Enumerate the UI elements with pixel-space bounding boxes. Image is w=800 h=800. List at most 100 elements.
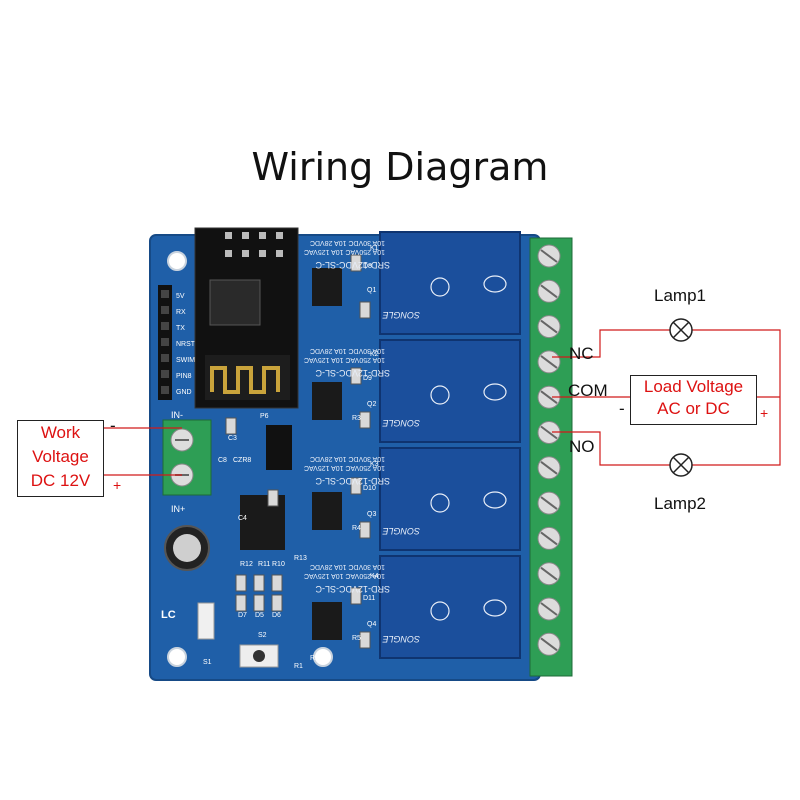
silkscreen-label: Q1 (367, 287, 376, 294)
wire-no-lamp2 (552, 431, 670, 466)
esp-pin (225, 250, 232, 257)
lamp2-symbol (669, 453, 693, 477)
silkscreen-label: Q3 (367, 511, 376, 518)
silkscreen-label: R12 (240, 561, 253, 568)
silkscreen-label: Q4 (367, 621, 376, 628)
silkscreen-label: R4 (352, 525, 361, 532)
smd-component (359, 301, 371, 319)
header-pin (161, 386, 169, 394)
smd-component (267, 489, 279, 507)
optocoupler (312, 492, 342, 530)
relay-model: SRD-12VDC-SL-C (315, 584, 390, 594)
smd-component (350, 477, 362, 495)
silkscreen-label: D7 (238, 612, 247, 619)
silkscreen-label: K2 (370, 351, 379, 358)
silkscreen-label: C4 (238, 515, 247, 522)
relay-brand: SONGLE (381, 526, 420, 536)
load-plus-sign: + (760, 405, 769, 421)
silkscreen-label: CZR8 (233, 457, 251, 464)
jumper-header (266, 425, 292, 470)
relay-rating: 10A 250VAC 10A 125VAC (304, 464, 385, 471)
smd-component (350, 367, 362, 385)
relay-rating: 10A 30VDC 10A 28VDC (310, 455, 385, 462)
header-pin-label: SWIM (176, 357, 195, 364)
esp-pin (276, 232, 283, 239)
smd-component (350, 587, 362, 605)
relay-brand: SONGLE (381, 634, 420, 644)
esp-pin (259, 232, 266, 239)
mount-hole (167, 647, 187, 667)
lamp1-label: Lamp1 (654, 286, 706, 305)
silkscreen-label: S1 (203, 659, 212, 666)
relay-model: SRD-12VDC-SL-C (315, 368, 390, 378)
load-voltage-box: Load Voltage AC or DC (630, 375, 757, 425)
silkscreen-label: S2 (258, 632, 267, 639)
work-voltage-line2: Voltage (32, 447, 89, 466)
silkscreen-label: K1 (370, 245, 379, 252)
header-pin (161, 370, 169, 378)
silkscreen-label: P6 (260, 413, 269, 420)
silkscreen-label: D11 (363, 595, 375, 602)
relay-rating: 10A 30VDC 10A 28VDC (310, 347, 385, 354)
relay-brand: SONGLE (381, 418, 420, 428)
esp01-antenna-area (205, 355, 290, 400)
com-label: COM (568, 381, 608, 400)
smd-component (253, 594, 265, 612)
esp-pin (242, 250, 249, 257)
smd-component (359, 411, 371, 429)
esp-pin (276, 250, 283, 257)
cqc-mark-icon (483, 275, 507, 293)
header-pin (161, 354, 169, 362)
lc-logo: LC (161, 609, 176, 621)
relay-rating: 10A 30VDC 10A 28VDC (310, 563, 385, 570)
relay-rating: 10A 250VAC 10A 125VAC (304, 572, 385, 579)
relay-brand: SONGLE (381, 310, 420, 320)
header-pin (161, 306, 169, 314)
smd-component (235, 594, 247, 612)
esp-pin (259, 250, 266, 257)
work-minus-sign: - (110, 416, 116, 435)
mount-hole (167, 251, 187, 271)
relay-model: SRD-12VDC-SL-C (315, 476, 390, 486)
relay-model: SRD-12VDC-SL-C (315, 260, 390, 270)
silkscreen-label: D9 (363, 375, 372, 382)
header-pin (161, 338, 169, 346)
esp01-chip (209, 279, 261, 326)
silkscreen-label: C3 (228, 435, 237, 442)
smd-component (235, 574, 247, 592)
cqc-mark-icon (483, 599, 507, 617)
silkscreen-label: R2 (310, 655, 319, 662)
diagram-title: Wiring Diagram (251, 145, 549, 189)
ul-mark-icon (430, 493, 450, 513)
silkscreen-label: R10 (272, 561, 285, 568)
header-pin-label: PIN8 (176, 373, 192, 380)
optocoupler (312, 382, 342, 420)
smd-component (350, 254, 362, 272)
mount-hole (313, 647, 333, 667)
header-pin-label: RX (176, 309, 186, 316)
work-voltage-box: Work Voltage DC 12V (17, 420, 104, 497)
relay-rating: 10A 250VAC 10A 125VAC (304, 248, 385, 255)
esp-pin (242, 232, 249, 239)
relay-rating: 10A 30VDC 10A 28VDC (310, 239, 385, 246)
ul-mark-icon (430, 385, 450, 405)
silkscreen-label: R5 (352, 635, 361, 642)
relay-rating: 10A 250VAC 10A 125VAC (304, 356, 385, 363)
lamp1-symbol (669, 318, 693, 342)
relay-2: SRD-12VDC-SL-C 10A 250VAC 10A 125VAC 10A 3… (304, 339, 521, 443)
silkscreen-label: D10 (363, 485, 376, 492)
silkscreen-label: C8 (218, 457, 227, 464)
no-label: NO (569, 437, 595, 456)
relay-1: SRD-12VDC-SL-C 10A 250VAC 10A 125VAC 10A 3… (304, 231, 521, 335)
work-plus-sign: + (113, 477, 122, 493)
silkscreen-label: R13 (294, 555, 307, 562)
work-voltage-line3: DC 12V (30, 471, 91, 490)
nc-label: NC (569, 344, 594, 363)
lamp2-label: Lamp2 (654, 494, 706, 513)
silkscreen-label: Q2 (367, 401, 376, 408)
smd-component (359, 521, 371, 539)
smd-component (359, 631, 371, 649)
header-pin-label: TX (176, 325, 185, 332)
smd-component (271, 574, 283, 592)
